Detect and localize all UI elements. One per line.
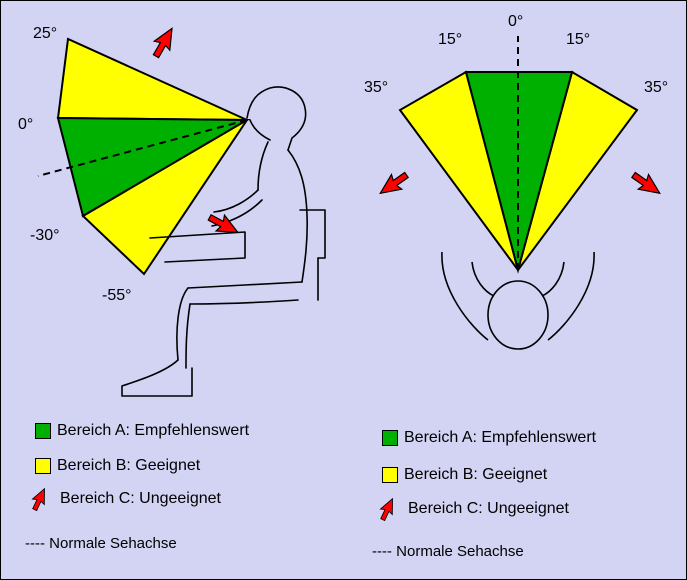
green-swatch-icon <box>382 430 398 446</box>
yellow-swatch-icon <box>382 467 398 483</box>
legend-left-row-b: Bereich B: Geeignet <box>35 455 200 477</box>
legend-right-a-label: Bereich A: Empfehlenswert <box>404 429 596 447</box>
side-arrow-up <box>148 24 180 61</box>
side-angle-25: 25° <box>33 25 57 42</box>
legend-right-row-c: Bereich C: Ungeeignet <box>376 498 569 520</box>
top-view: 0° 15° 15° 35° 35° <box>364 13 668 349</box>
top-arrow-right <box>628 168 665 201</box>
red-arrow-icon <box>28 486 50 512</box>
legend-left-b-label: Bereich B: Geeignet <box>57 457 200 475</box>
side-zone-b-upper <box>58 39 247 120</box>
legend-left-c-label: Bereich C: Ungeeignet <box>60 490 221 508</box>
side-arrow-down <box>205 209 242 240</box>
legend-right-row-axis: ---- Normale Sehachse <box>372 540 524 562</box>
top-angle-15-right: 15° <box>566 31 590 48</box>
green-swatch-icon <box>35 423 51 439</box>
legend-right-axis-label: ---- Normale Sehachse <box>372 543 524 560</box>
legend-right-c-label: Bereich C: Ungeeignet <box>408 500 569 518</box>
legend-left-row-a: Bereich A: Empfehlenswert <box>35 420 249 442</box>
top-angle-15-left: 15° <box>438 31 462 48</box>
red-arrow-icon <box>376 496 398 522</box>
side-view: 25° 0° -30° -55° <box>18 24 325 396</box>
side-angle-0: 0° <box>18 116 33 133</box>
top-arrow-left <box>375 168 412 201</box>
yellow-swatch-icon <box>35 458 51 474</box>
side-angle-minus-30: -30° <box>30 227 60 244</box>
top-angle-0: 0° <box>508 13 523 30</box>
side-angle-minus-55: -55° <box>102 287 132 304</box>
legend-left-a-label: Bereich A: Empfehlenswert <box>57 422 249 440</box>
top-angle-35-left: 35° <box>364 79 388 96</box>
legend-right-row-a: Bereich A: Empfehlenswert <box>382 427 596 449</box>
legend-right-b-label: Bereich B: Geeignet <box>404 466 547 484</box>
legend-left-axis-label: ---- Normale Sehachse <box>25 535 177 552</box>
legend-left-row-c: Bereich C: Ungeeignet <box>28 488 221 510</box>
legend-right-row-b: Bereich B: Geeignet <box>382 464 547 486</box>
top-angle-35-right: 35° <box>644 79 668 96</box>
legend-left-row-axis: ---- Normale Sehachse <box>25 532 177 554</box>
